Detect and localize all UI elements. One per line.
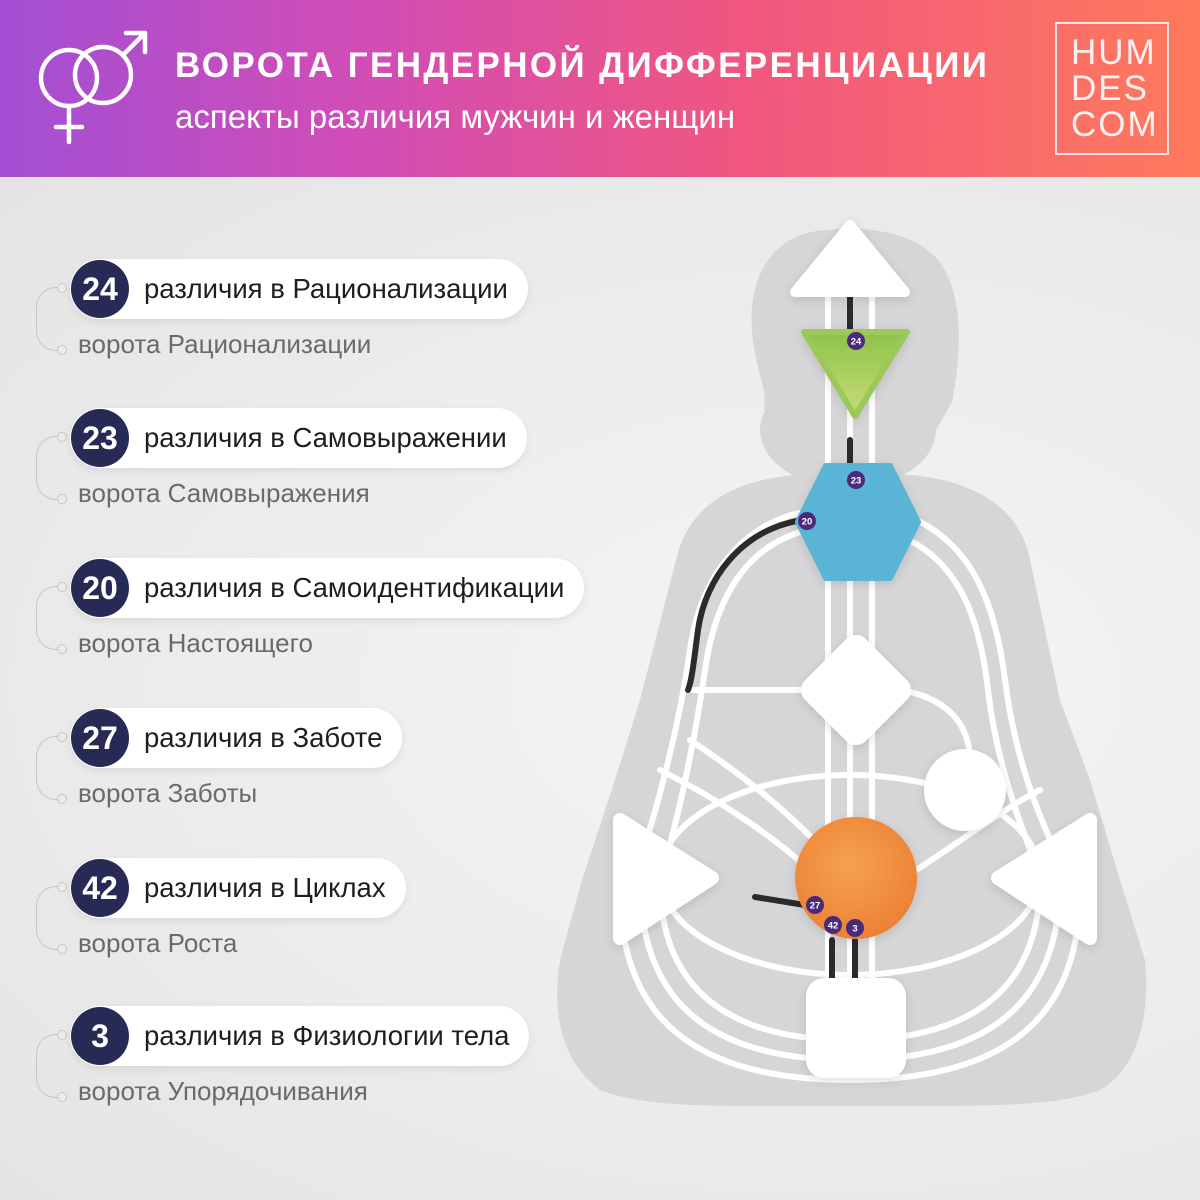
gate-sublabel: ворота Заботы [78, 778, 258, 808]
logo-line: COM [1071, 105, 1159, 144]
logo-line: DES [1071, 69, 1149, 108]
centers [613, 220, 1097, 1078]
gate-sublabel: ворота Настоящего [78, 628, 313, 658]
gate-label: различия в Заботе [144, 722, 383, 753]
ajna-center [801, 329, 910, 419]
sacral-center [795, 817, 917, 939]
gate-label: различия в Циклах [144, 872, 386, 903]
bracket-connector [36, 732, 67, 804]
svg-text:23: 23 [851, 476, 862, 487]
gate-item-27: 27 различия в Заботе ворота Заботы [0, 708, 620, 828]
gate-pill: 27 различия в Заботе [70, 708, 403, 768]
gate-pill: 20 различия в Самоидентификации [70, 558, 585, 618]
gate-number-badge: 42 [71, 859, 129, 917]
bracket-connector [36, 882, 67, 954]
gate-pill: 3 различия в Физиологии тела [70, 1006, 530, 1066]
gate-label: различия в Физиологии тела [144, 1020, 510, 1051]
gate-label: различия в Самоидентификации [144, 572, 565, 603]
gate-number-badge: 3 [71, 1007, 129, 1065]
bracket-connector [36, 283, 67, 355]
gate-marker-42: 42 [824, 916, 842, 934]
page-subtitle: аспекты различия мужчин и женщин [175, 98, 736, 135]
heart-center [924, 749, 1006, 831]
gate-pill: 23 различия в Самовыражении [70, 408, 527, 468]
gate-sublabel: ворота Упорядочивания [78, 1076, 368, 1106]
spleen-center [613, 813, 719, 945]
logo-line: HUM [1071, 33, 1157, 72]
gender-symbols-icon [38, 30, 148, 145]
root-center [806, 978, 906, 1078]
gate-number-badge: 27 [71, 709, 129, 767]
throat-center [795, 463, 921, 581]
bracket-connector [36, 1030, 67, 1102]
gate-label: различия в Рационализации [144, 273, 508, 304]
gate-sublabel: ворота Рационализации [78, 329, 372, 359]
gate-marker-27: 27 [806, 896, 824, 914]
svg-text:42: 42 [828, 921, 839, 932]
gate-item-24: 24 различия в Рационализации ворота Раци… [0, 259, 620, 379]
gate-item-3: 3 различия в Физиологии тела ворота Упор… [0, 1006, 620, 1126]
header-banner: ВОРОТА ГЕНДЕРНОЙ ДИФФЕРЕНЦИАЦИИ аспекты … [0, 0, 1200, 177]
svg-text:20: 20 [802, 517, 813, 528]
bodygraph-diagram: 24 23 20 27 42 3 [557, 220, 1147, 1106]
gate-markers: 24 23 20 27 42 3 [798, 332, 865, 937]
gate-label: различия в Самовыражении [144, 422, 507, 453]
gate-number-badge: 20 [71, 559, 129, 617]
gate-pill: 24 различия в Рационализации [70, 259, 528, 319]
gate-item-42: 42 различия в Циклах ворота Роста [0, 858, 620, 978]
head-center [790, 220, 910, 297]
gate-marker-20: 20 [798, 512, 816, 530]
g-center [800, 634, 912, 746]
humdescom-logo: HUM DES COM [1055, 22, 1169, 155]
gate-marker-23: 23 [847, 471, 865, 489]
gate-sublabel: ворота Самовыражения [78, 478, 370, 508]
bracket-connector [36, 582, 67, 654]
page-title: ВОРОТА ГЕНДЕРНОЙ ДИФФЕРЕНЦИАЦИИ [175, 46, 990, 85]
gate-number-badge: 23 [71, 409, 129, 467]
gate-sublabel: ворота Роста [78, 928, 238, 958]
solar-plexus-center [991, 813, 1097, 945]
gate-marker-24: 24 [847, 332, 865, 350]
svg-text:3: 3 [852, 924, 857, 935]
gate-number-badge: 24 [71, 260, 129, 318]
svg-text:24: 24 [851, 337, 862, 348]
content-area: 24 23 20 27 42 3 24 различия в Рационали… [0, 177, 1200, 1200]
gate-item-20: 20 различия в Самоидентификации ворота Н… [0, 558, 620, 678]
bracket-connector [36, 432, 67, 504]
gate-marker-3: 3 [846, 919, 864, 937]
svg-text:27: 27 [810, 901, 821, 912]
gate-pill: 42 различия в Циклах [70, 858, 406, 918]
gate-item-23: 23 различия в Самовыражении ворота Самов… [0, 408, 620, 528]
